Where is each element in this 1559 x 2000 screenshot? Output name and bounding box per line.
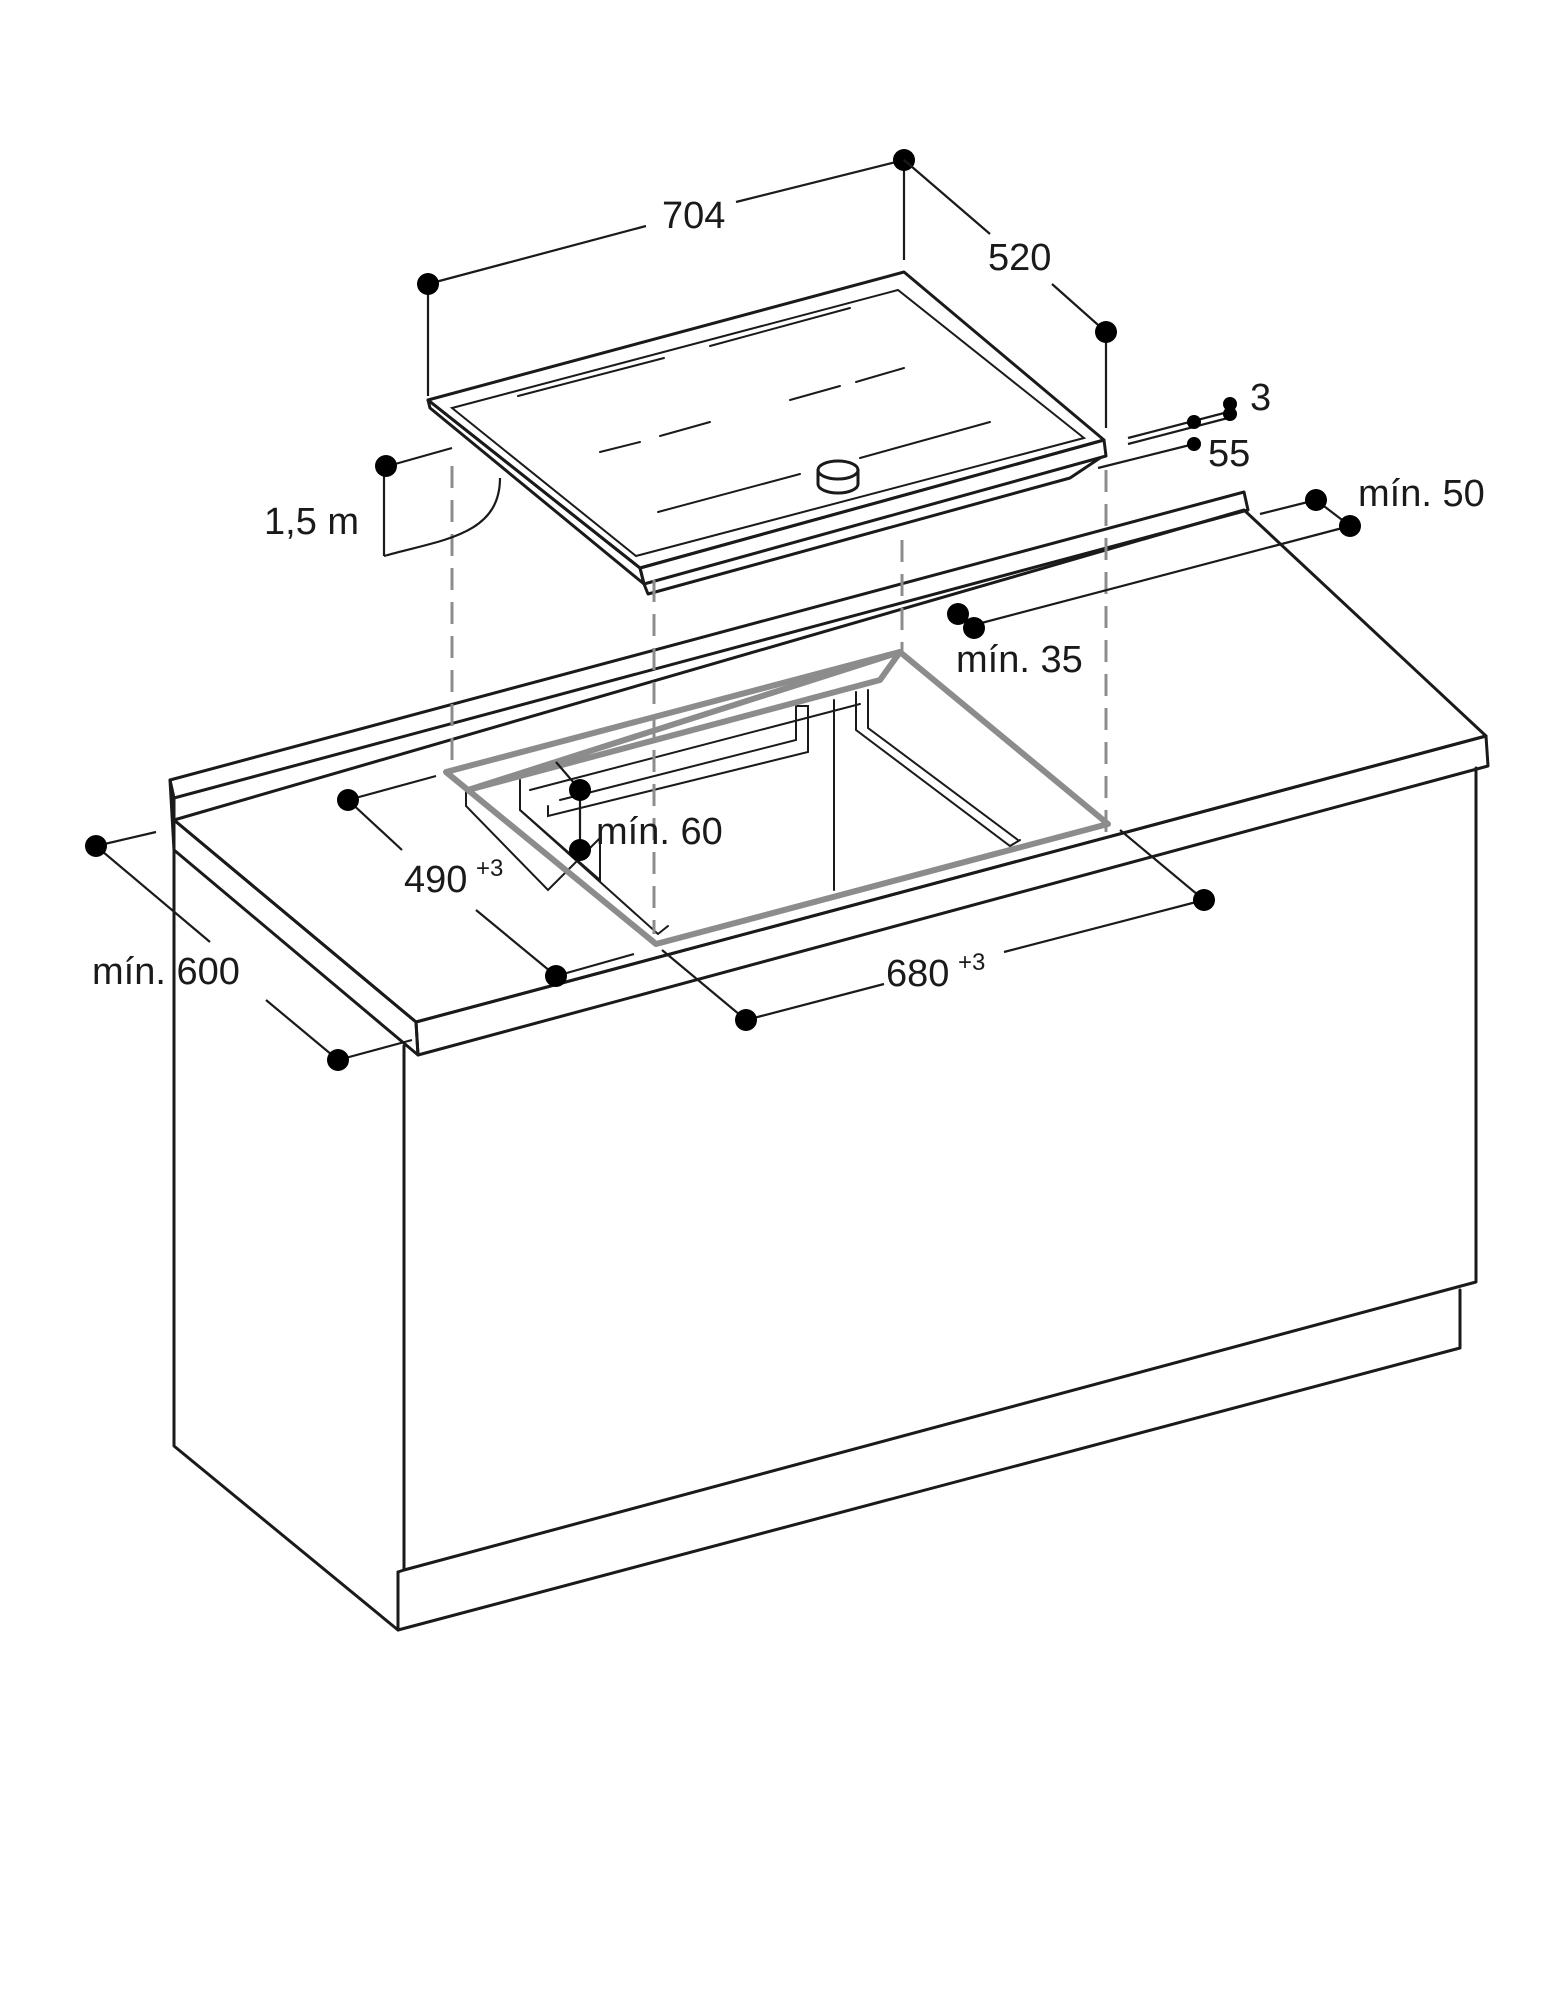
cutout-width-tolerance: +3 (958, 949, 985, 976)
dimension-labels: 704 520 3 55 1,5 m mín. 50 mín. 35 mín. … (92, 195, 1485, 995)
cutout-outline (443, 649, 1111, 947)
projection-lines (450, 466, 1108, 934)
dimension-lines (85, 149, 1361, 1071)
min-front-gap-label: mín. 35 (956, 639, 1083, 681)
cabinet-front (402, 766, 1478, 1572)
worktop-left-edge (172, 818, 420, 1057)
hob-edge (638, 438, 1108, 586)
glass-thickness-label: 3 (1250, 377, 1271, 419)
hob-glass (426, 270, 1106, 570)
hob (426, 270, 1108, 596)
cabinet (168, 490, 1490, 1632)
cutout-depth-tolerance: +3 (476, 855, 503, 882)
backsplash (168, 490, 1250, 800)
cutout (443, 649, 1111, 947)
hob-glass-inner (449, 288, 1087, 558)
cutout-depth-label: 490 (404, 859, 467, 901)
cabinet-side (172, 848, 400, 1632)
control-knob-icon (816, 459, 860, 495)
cutout-width-label: 680 (886, 953, 949, 995)
plinth (396, 1288, 1462, 1632)
hob-height-label: 55 (1208, 433, 1250, 475)
cable-length-label: 1,5 m (264, 501, 359, 543)
min-worktop-depth-label: mín. 600 (92, 951, 240, 993)
min-rear-gap-label: mín. 50 (1358, 473, 1485, 515)
hob-depth-label: 520 (988, 237, 1051, 279)
hob-width-label: 704 (662, 195, 725, 237)
min-inner-gap-label: mín. 60 (596, 811, 723, 853)
